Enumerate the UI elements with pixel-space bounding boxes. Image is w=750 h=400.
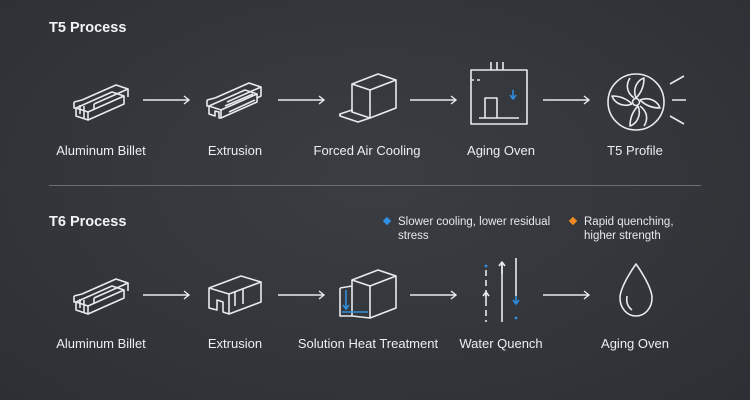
- t6-arrow-3: [410, 287, 458, 305]
- aging-oven-icon: [469, 62, 529, 126]
- fan-icon: [604, 70, 688, 134]
- note-slow-cooling: Slower cooling, lower residual stress: [382, 215, 564, 245]
- t6-step-label: Aging Oven: [601, 336, 669, 351]
- t5-step-label: T5 Profile: [607, 143, 663, 158]
- note-line: Slower cooling, lower residual: [398, 216, 551, 228]
- t6-arrow-4: [543, 287, 591, 305]
- note-line: higher strength: [584, 230, 661, 242]
- billet-icon: [72, 78, 132, 124]
- blue-diamond-icon: [382, 216, 392, 226]
- extrusion-icon: [205, 270, 267, 316]
- t5-arrow-4: [543, 92, 591, 110]
- t6-arrow-2: [278, 287, 326, 305]
- water-quench-icon: [478, 256, 524, 326]
- t5-step-label: Aging Oven: [467, 143, 535, 158]
- air-cooling-icon: [338, 72, 400, 124]
- water-drop-icon: [616, 262, 656, 318]
- t6-arrow-1: [143, 287, 191, 305]
- t5-arrow-1: [143, 92, 191, 110]
- t6-title: T6 Process: [49, 214, 127, 230]
- t5-step-label: Extrusion: [207, 143, 263, 158]
- t6-step-label: Aluminum Billet: [56, 336, 146, 351]
- extrusion-icon: [205, 76, 267, 122]
- t5-step-label: Aluminum Billet: [56, 143, 146, 158]
- note-line: Rapid quenching,: [584, 216, 674, 228]
- note-line: stress: [398, 230, 429, 242]
- orange-diamond-icon: [568, 216, 578, 226]
- t5-step-label: Forced Air Cooling: [313, 143, 421, 158]
- t5-title: T5 Process: [49, 20, 127, 36]
- section-divider: [49, 185, 701, 186]
- billet-icon: [72, 272, 132, 318]
- t6-step-label: Extrusion: [207, 336, 263, 351]
- t5-arrow-2: [278, 92, 326, 110]
- heat-treatment-icon: [338, 268, 400, 320]
- note-rapid-quenching: Rapid quenching, higher strength: [568, 215, 710, 245]
- t6-step-label: Solution Heat Treatment: [297, 336, 439, 351]
- t6-step-label: Water Quench: [459, 336, 543, 351]
- t5-arrow-3: [410, 92, 458, 110]
